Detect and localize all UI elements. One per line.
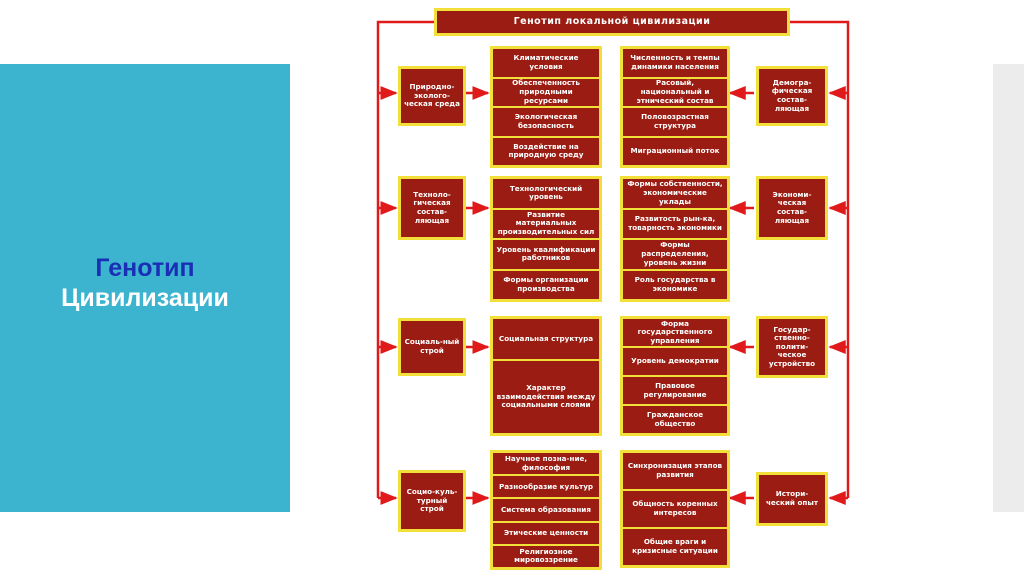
list-item: Расовый, национальный и этнический соста… (623, 79, 727, 108)
list-item: Формы организации производства (503, 275, 589, 293)
left-stack-row-3: Социальная структура Характер взаимодейс… (490, 316, 602, 436)
right-label-economic: Экономи-ческая состав-ляющая (756, 176, 828, 240)
diagram-header: Генотип локальной цивилизации (434, 8, 790, 36)
list-item: Система образования (493, 499, 599, 523)
list-item: Обеспеченность природными ресурсами (493, 79, 599, 108)
list-item: Развитие материальных производительных с… (493, 210, 599, 240)
list-item: Гражданское общество (646, 409, 704, 428)
right-stack-row-1: Численность и темпы динамики населения Р… (620, 46, 730, 168)
slide-title-line2: Цивилизации (61, 284, 229, 312)
list-item: Этические ценности (493, 523, 599, 546)
civilization-genotype-diagram: Генотип локальной цивилизации Природно-э… (368, 0, 856, 576)
list-item: Уровень демократии (623, 348, 727, 377)
left-label-technological: Техноло-гическая состав-ляющая (398, 176, 466, 240)
list-item: Экологическая безопасность (493, 108, 599, 138)
list-item: Воздействие на природную среду (508, 141, 584, 160)
list-item: Численность и темпы динамики населения (623, 49, 727, 79)
list-item: Формы собственности, экономические уклад… (623, 179, 727, 210)
right-label-historical-experience: Истори-ческий опыт (756, 472, 828, 526)
list-item: Общность коренных интересов (623, 491, 727, 529)
list-item: Роль государства в экономике (634, 275, 716, 293)
list-item: Правовое регулирование (623, 377, 727, 406)
connector-lines (376, 20, 850, 505)
list-item: Технологический уровень (493, 179, 599, 210)
left-label-social-system: Социаль-ный строй (398, 318, 466, 376)
left-stack-row-1: Климатические условия Обеспеченность при… (490, 46, 602, 168)
list-item: Половозрастная структура (623, 108, 727, 138)
list-item: Разнообразие культур (493, 476, 599, 500)
left-stack-row-2: Технологический уровень Развитие материа… (490, 176, 602, 302)
left-label-sociocultural: Социо-куль-турный строй (398, 470, 466, 532)
list-item: Религиозное мировоззрение (514, 546, 578, 565)
list-item: Уровень квалификации работников (493, 240, 599, 271)
list-item: Синхронизация этапов развития (623, 453, 727, 491)
slide-title: Генотип Цивилизации (0, 253, 290, 313)
list-item: Социальная структура (493, 319, 599, 362)
list-item: Формы распределения, уровень жизни (623, 240, 727, 271)
list-item: Развитость рын-ка, товарность экономики (623, 210, 727, 240)
right-stack-row-4: Синхронизация этапов развития Общность к… (620, 450, 730, 568)
slide-title-line1: Генотип (95, 254, 195, 282)
list-item: Научное позна-ние, философия (493, 453, 599, 477)
left-stack-row-4: Научное позна-ние, философия Разнообрази… (490, 450, 602, 570)
right-gray-panel (993, 64, 1024, 512)
list-item: Миграционный поток (630, 145, 720, 155)
left-label-natural-environment: Природно-эколого-ческая среда (398, 66, 466, 126)
right-stack-row-2: Формы собственности, экономические уклад… (620, 176, 730, 302)
list-item: Характер взаимодействия между социальным… (496, 383, 596, 410)
list-item: Климатические условия (493, 49, 599, 79)
right-label-state-political: Государ-ственно-полити-ческое устройство (756, 316, 828, 378)
list-item: Общие враги и кризисные ситуации (632, 537, 718, 555)
left-blue-panel (0, 64, 290, 512)
right-stack-row-3: Форма государственного управления Уровен… (620, 316, 730, 436)
list-item: Форма государственного управления (623, 319, 727, 348)
right-label-demographic: Демогра-фическая состав-ляющая (756, 66, 828, 126)
